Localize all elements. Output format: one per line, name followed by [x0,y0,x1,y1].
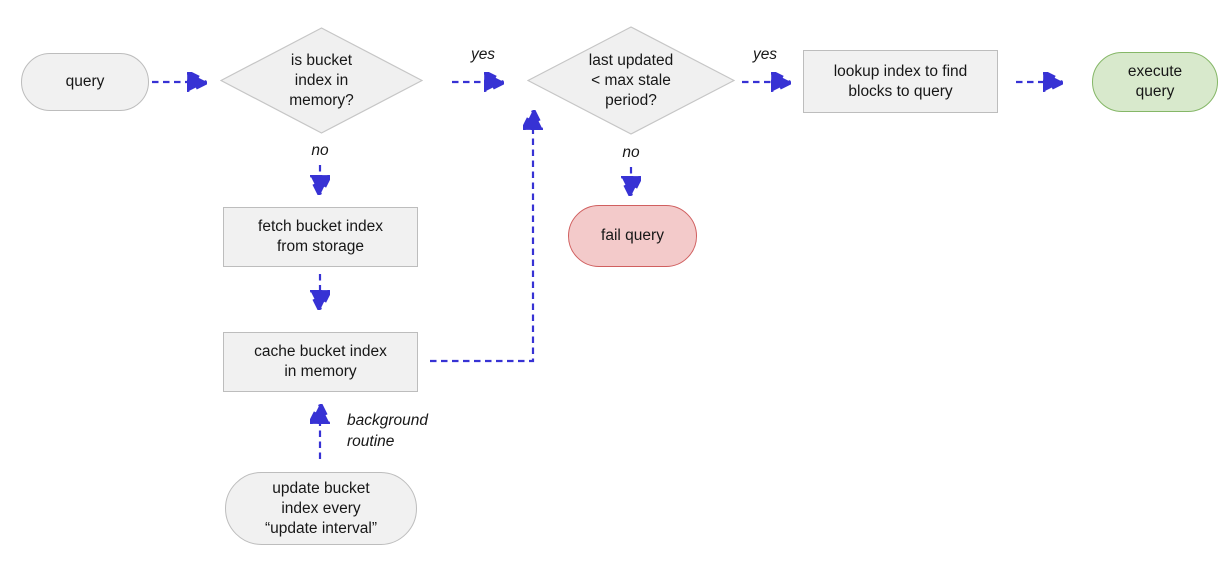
node-fail-label: fail query [601,227,664,244]
node-fetch-bucket-index: fetch bucket index from storage [223,207,418,267]
node-update-bucket-index: update bucket index every “update interv… [225,472,417,545]
node-lookup-index: lookup index to find blocks to query [803,50,998,113]
node-execute-label: execute query [1127,63,1183,100]
edge-label-background-routine: background routine [347,412,429,450]
decision-bucket-index-in-memory: is bucket index in memory? [220,27,423,134]
edge-label-yes-memory: yes [470,46,496,63]
node-update-label: update bucket index every “update interv… [264,479,377,537]
node-cache-label: cache bucket index in memory [254,343,387,380]
edge-label-no-memory: no [311,142,329,159]
decision-stale-label: last updated < max stale period? [588,51,674,109]
node-cache-bucket-index: cache bucket index in memory [223,332,418,392]
node-lookup-label: lookup index to find blocks to query [833,62,968,100]
node-fetch-label: fetch bucket index from storage [258,218,383,255]
node-query: query [21,53,149,111]
decision-last-updated-stale: last updated < max stale period? [527,26,735,135]
edge-label-yes-stale: yes [752,46,778,63]
node-fail-query: fail query [568,205,697,267]
node-execute-query: execute query [1092,52,1218,112]
edge-label-no-stale: no [622,144,640,161]
node-query-label: query [65,73,105,90]
arrow-cache-elbow-to-stale-decision [430,112,533,363]
decision-memory-label: is bucket index in memory? [289,51,354,109]
diamond-shape [527,26,735,135]
diamond-shape [220,27,423,134]
